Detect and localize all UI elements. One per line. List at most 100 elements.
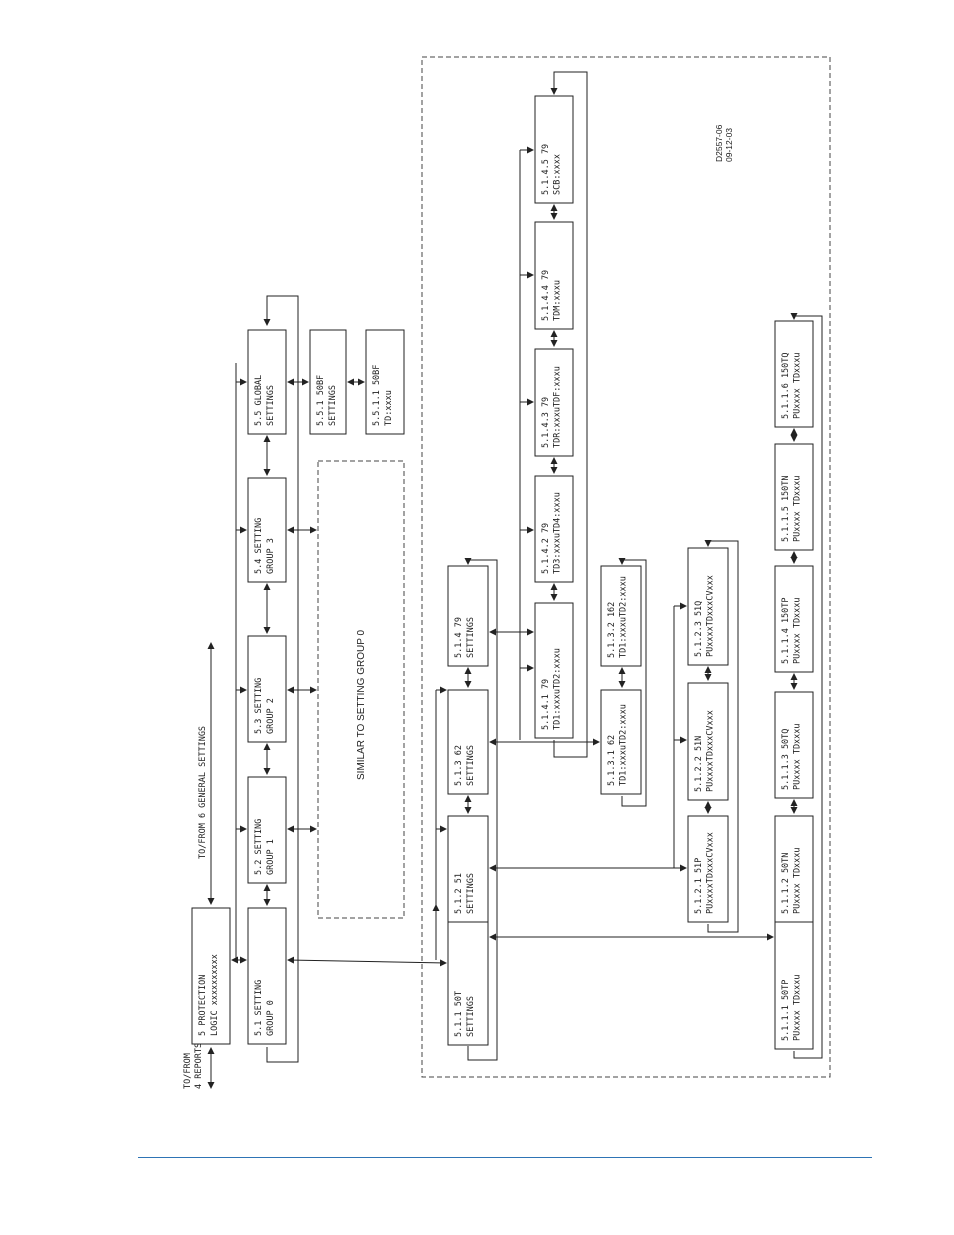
menu-box-text: 5.3 SETTING (254, 678, 264, 734)
menu-box-text: 5.1.1.4 150TP (781, 597, 791, 664)
menu-box-text: 5.1.1.3 50TQ (781, 729, 791, 790)
menu-box-text: TDR:xxxuTDF:xxxu (553, 366, 563, 448)
menu-box-text: GROUP 2 (266, 698, 276, 734)
menu-box-text: PUxxxxTDxxxCVxxx (706, 575, 716, 657)
menu-box-frame (774, 443, 814, 551)
menu-box-frame (534, 602, 574, 739)
menu-box-text: 5 PROTECTION (198, 975, 208, 1036)
menu-box-text: TD3:xxxuTD4:xxxu (553, 492, 563, 574)
menu-box-text: 5.5.1.1 50BF (372, 365, 382, 426)
menu-box-frame (534, 221, 574, 330)
group-wrap-loop (263, 295, 299, 1063)
menu-box-frame (534, 95, 574, 204)
similar-group-label: SIMILAR TO SETTING GROUP 0 (356, 630, 367, 780)
menu-box-text: 5.1.3 62 (454, 745, 464, 786)
menu-box-text: 5.1.2.2 51N (694, 736, 704, 792)
br50t-wrap-loop (790, 313, 823, 1059)
menu-box-frame (774, 815, 814, 923)
group0-submenu-frame (421, 56, 831, 1078)
menu-box-frame (447, 565, 489, 667)
menu-box-frame (247, 776, 287, 884)
menu-box-frame (600, 565, 642, 667)
br62-wrap-loop (618, 558, 647, 807)
menu-box-text: 5.1.4.4 79 (541, 270, 551, 321)
menu-box-frame (247, 477, 287, 583)
br51-wrap-loop (704, 540, 739, 933)
menu-box-text: SCB:xxxx (553, 154, 563, 195)
menu-box-text: TD:xxxu (384, 390, 394, 426)
menu-box-text: 5.1.4.5 79 (541, 144, 551, 195)
menu-box-frame (247, 635, 287, 743)
footer-rule (138, 1157, 872, 1158)
menu-box-frame (247, 907, 287, 1045)
menu-box-frame (687, 547, 729, 666)
menu-box-text: LOGIC xxxxxxxxxx (210, 954, 220, 1036)
menu-box-text: 5.1.1.1 50TP (781, 980, 791, 1041)
menu-box-text: 5.1.4.3 79 (541, 397, 551, 448)
menu-box-text: PUxxxx TDxxxu (793, 475, 803, 542)
menu-box-text: TDM:xxxu (553, 280, 563, 321)
menu-box-text: 5.1.3.2 162 (607, 602, 617, 658)
menu-box-text: SETTINGS (466, 745, 476, 786)
menu-box-text: 5.1.2.3 51Q (694, 601, 704, 657)
menu-box-text: SETTINGS (466, 873, 476, 914)
menu-box-frame (687, 682, 729, 801)
similar-group-frame (317, 460, 405, 919)
menu-box-text: 5.1.4 79 (454, 617, 464, 658)
menu-box-text: 5.1.1.2 50TN (781, 853, 791, 914)
menu-box-text: GROUP 0 (266, 1000, 276, 1036)
menu-box-frame (534, 475, 574, 583)
menu-box-text: SETTINGS (328, 385, 338, 426)
menu-box-text: TD1:xxxuTD2:xxxu (619, 576, 629, 658)
menu-box-text: 5.1.3.1 62 (607, 735, 617, 786)
menu-box-text: PUxxxx TDxxxu (793, 597, 803, 664)
menu-box-frame (447, 907, 489, 1046)
menu-box-frame (365, 329, 405, 435)
menu-box-text: 5.1.1 50T (454, 991, 464, 1037)
group0-to-submenu-arrow (287, 956, 447, 967)
menu-box-text: 5.1.2 51 (454, 873, 464, 914)
to-from-reports-label: 4 REPORTS (194, 1043, 204, 1089)
menu-box-text: PUxxxx TDxxxu (793, 723, 803, 790)
menu-box-text: SETTINGS (466, 996, 476, 1037)
connector-lines (207, 56, 831, 1089)
menu-box-text: SETTINGS (266, 385, 276, 426)
menu-box-text: 5.1.1.6 150TQ (781, 352, 791, 419)
menu-box-text: GROUP 1 (266, 839, 276, 875)
menu-box-text: 5.1.2.1 51P (694, 858, 704, 914)
menu-box-text: PUxxxx TDxxxu (793, 974, 803, 1041)
menu-box-text: 5.4 SETTING (254, 518, 264, 574)
menu-box-text: 5.5 GLOBAL (254, 375, 264, 426)
menu-box-frame (774, 691, 814, 799)
menu-box-text: 5.5.1 50BF (316, 375, 326, 426)
menu-box-text: 5.1.4.1 79 (541, 679, 551, 730)
menu-box-frame (534, 348, 574, 457)
menu-box-text: 5.1.4.2 79 (541, 523, 551, 574)
submenu-wrap-loop (464, 558, 498, 1061)
menu-box-frame (447, 815, 489, 923)
drawing-date-label: 09-12-03 (724, 128, 734, 162)
bf79-wrap-loop (550, 71, 588, 758)
menu-box-text: SETTINGS (466, 617, 476, 658)
menu-box-text: TD1:xxxuTD2:xxxu (619, 704, 629, 786)
to-from-reports-label: TO/FROM (183, 1053, 193, 1089)
menu-box-frame (774, 565, 814, 673)
